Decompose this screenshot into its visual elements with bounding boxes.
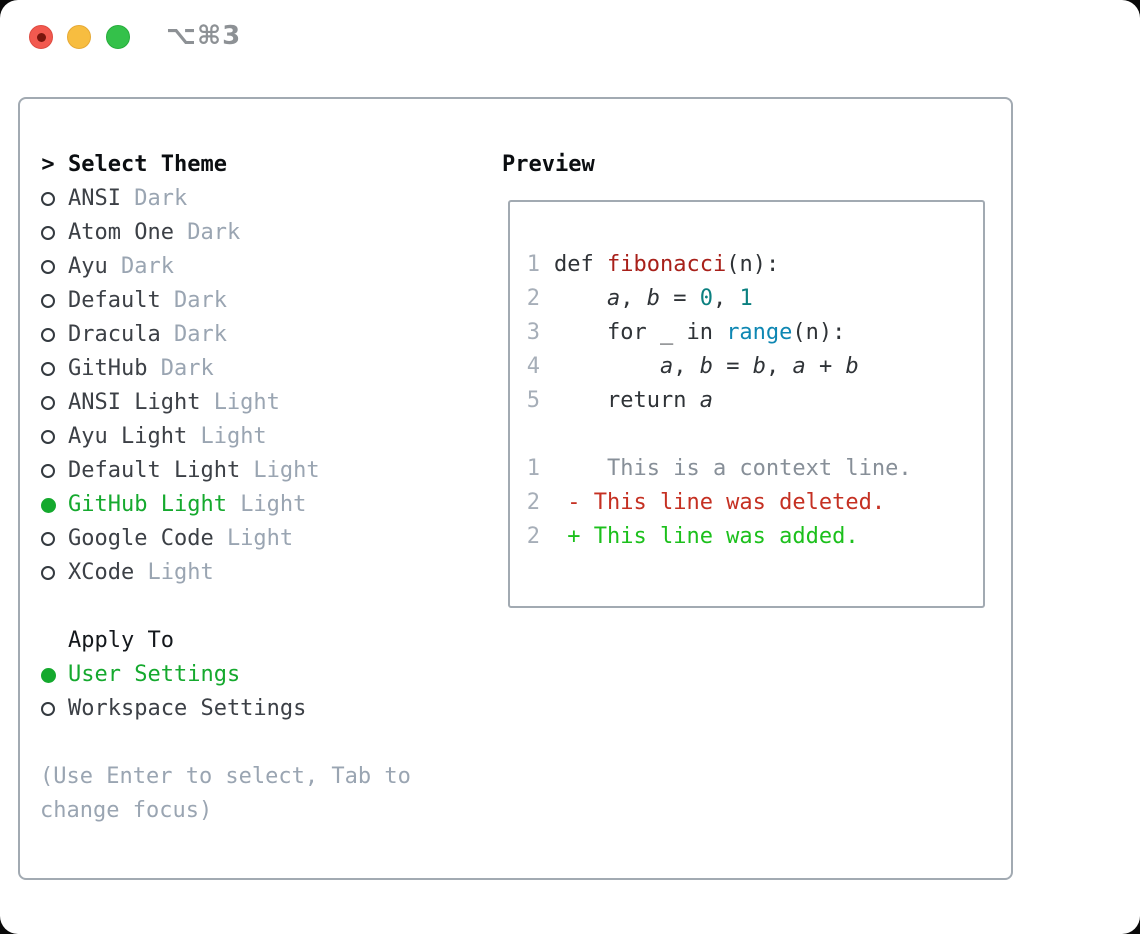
theme-name: GitHub [68,356,148,381]
theme-name: XCode [68,560,135,585]
code-text: for _ in range(n): [554,320,846,345]
theme-option-atom-one[interactable]: Atom One Dark [40,216,490,250]
theme-name: ANSI Light [68,390,201,415]
close-button[interactable] [29,25,53,49]
line-number: 2 [526,524,540,549]
diff-line-context: 1 This is a context line. [526,452,975,486]
theme-variant: Light [147,560,214,585]
prompt-caret-icon: > [41,152,55,177]
close-dot-icon [36,32,46,42]
theme-option-google-code[interactable]: Google Code Light [40,522,490,556]
radio-icon [41,260,55,274]
window-title-shortcut: ⌥⌘3 [166,21,242,51]
line-number: 5 [526,388,540,413]
theme-option-xcode[interactable]: XCode Light [40,556,490,590]
line-number: 4 [526,354,540,379]
radio-selected-icon [40,667,56,683]
preview-title: Preview [502,152,595,177]
theme-variant: Light [253,458,320,483]
apply-option-name: Workspace Settings [68,696,307,721]
theme-variant: Dark [173,322,227,347]
maximize-button[interactable] [106,25,130,49]
diff-text: This is a context line. [554,456,912,481]
theme-name: Google Code [68,526,214,551]
theme-variant: Dark [120,254,174,279]
diff-line-deleted: 2 - This line was deleted. [526,486,975,520]
diff-text: - This line was deleted. [554,490,886,515]
diff-text: + This line was added. [554,524,859,549]
apply-option-workspace-settings[interactable]: Workspace Settings [40,692,490,726]
radio-icon [41,464,55,478]
theme-option-default-light[interactable]: Default Light Light [40,454,490,488]
theme-name: Ayu Light [68,424,188,449]
theme-variant: Light [200,424,267,449]
code-text: a, b = b, a + b [659,354,859,379]
diff-line-added: 2 + This line was added. [526,520,975,554]
theme-name: GitHub Light [68,492,227,517]
minimize-button[interactable] [67,25,91,49]
radio-icon [41,226,55,240]
code-line: 5 return a [526,384,975,418]
code-line: 4 a, b = b, a + b [526,350,975,384]
code-line: 3 for _ in range(n): [526,316,975,350]
select-theme-heading-row: > Select Theme [40,148,490,182]
line-number: 2 [526,286,540,311]
radio-icon [41,328,55,342]
theme-option-ayu-light[interactable]: Ayu Light Light [40,420,490,454]
theme-option-github-light[interactable]: GitHub Light Light [40,488,490,522]
code-text: a, b = 0, 1 [606,286,753,311]
line-number: 1 [526,252,540,277]
theme-name: Atom One [68,220,174,245]
line-number: 3 [526,320,540,345]
radio-selected-icon [40,497,56,513]
theme-name: Default [68,288,161,313]
apply-option-user-settings[interactable]: User Settings [40,658,490,692]
radio-icon [41,532,55,546]
theme-variant: Light [240,492,307,517]
radio-icon [41,192,55,206]
theme-option-github[interactable]: GitHub Dark [40,352,490,386]
theme-variant: Light [213,390,280,415]
diff-preview: 1 This is a context line.2 - This line w… [526,452,975,554]
radio-icon [41,702,55,716]
radio-icon [41,396,55,410]
theme-variant: Light [226,526,294,551]
theme-option-ansi[interactable]: ANSI Dark [40,182,490,216]
theme-variant: Dark [160,356,214,381]
theme-variant: Dark [134,186,188,211]
apply-option-name: User Settings [68,662,241,687]
apply-to-title: Apply To [68,628,174,653]
theme-variant: Dark [187,220,241,245]
theme-option-ayu[interactable]: Ayu Dark [40,250,490,284]
line-number: 1 [526,456,540,481]
theme-name: Ayu [68,254,108,279]
theme-name: ANSI [68,186,121,211]
line-number: 2 [526,490,540,515]
theme-variant: Dark [173,288,227,313]
theme-option-dracula[interactable]: Dracula Dark [40,318,490,352]
code-text: return a [554,388,713,413]
theme-option-ansi-light[interactable]: ANSI Light Light [40,386,490,420]
theme-option-default[interactable]: Default Dark [40,284,490,318]
select-theme-title: Select Theme [68,152,227,177]
preview-heading-row: Preview [502,148,997,182]
radio-icon [41,566,55,580]
radio-icon [41,362,55,376]
theme-name: Default Light [68,458,241,483]
radio-icon [41,294,55,308]
code-line: 1 def fibonacci(n): [526,248,975,282]
radio-icon [41,430,55,444]
apply-to-heading-row: Apply To [40,624,490,658]
code-line: 2 a, b = 0, 1 [526,282,975,316]
hint-text: (Use Enter to select, Tab to change focu… [40,764,411,823]
code-text: def fibonacci(n): [554,252,780,277]
theme-name: Dracula [68,322,161,347]
